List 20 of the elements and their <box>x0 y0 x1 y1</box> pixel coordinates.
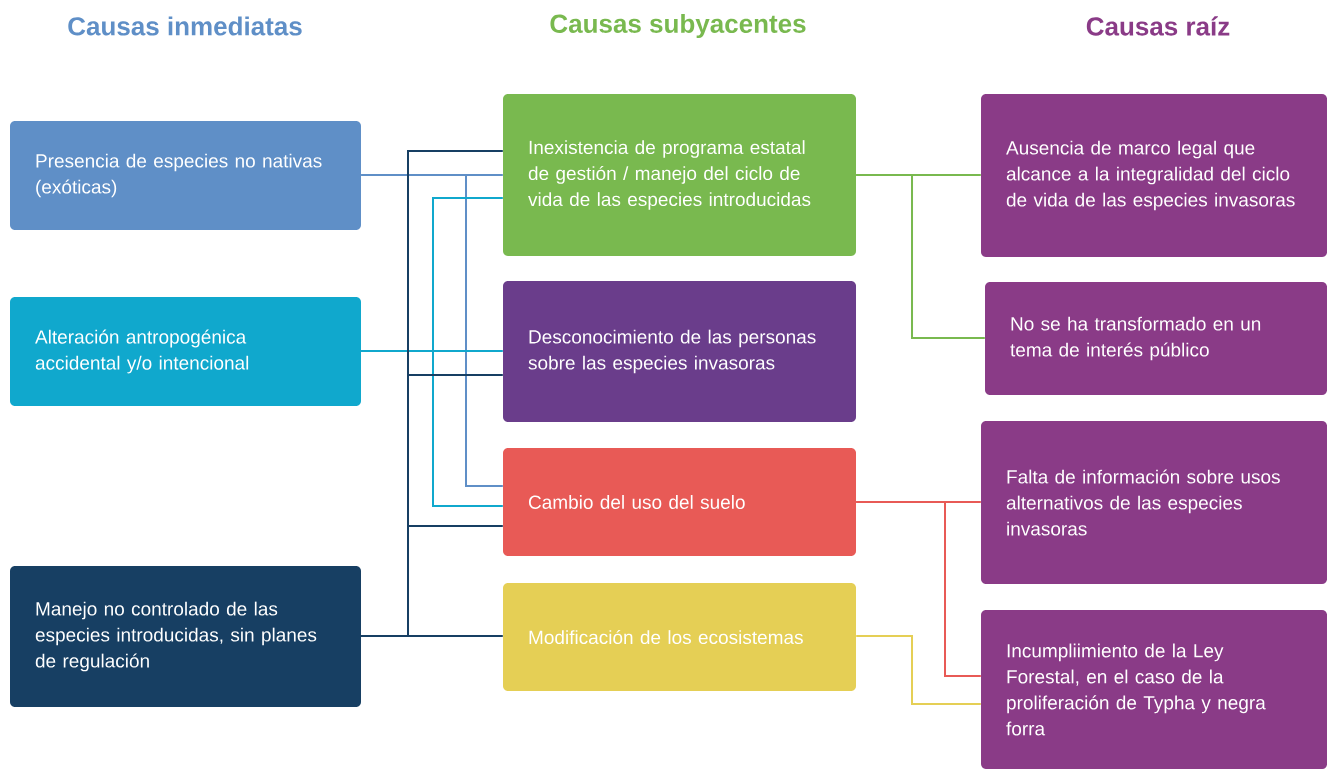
connector-line <box>855 635 982 705</box>
cause-box: Desconocimiento de las personas sobre las especies invasoras <box>503 281 856 422</box>
connector-line <box>855 174 986 339</box>
cause-box: Falta de información sobre usos alternativos de las especies invasoras <box>981 421 1327 584</box>
column-heading: Causas raíz <box>1086 16 1230 36</box>
cause-box: Presencia de especies no nativas (exóticas) <box>10 121 361 230</box>
connector-line <box>360 174 504 487</box>
cause-box: No se ha transformado en un tema de interés público <box>985 282 1327 395</box>
cause-box: Inexistencia de programa estatal de gestión / manejo del ciclo de vida de las especies introducidas <box>503 94 856 256</box>
cause-box: Manejo no controlado de las especies introducidas, sin planes de regulación <box>10 566 361 707</box>
connector-line <box>360 350 504 507</box>
cause-box: Incumpliimiento de la Ley Forestal, en el caso de la proliferación de Typha y negra forra <box>981 610 1327 769</box>
connector-line <box>855 501 982 677</box>
column-heading: Causas inmediatas <box>68 16 302 36</box>
cause-box: Modificación de los ecosistemas <box>503 583 856 691</box>
column-heading: Causas subyacentes <box>550 13 806 39</box>
connector-line <box>360 635 504 637</box>
cause-box: Ausencia de marco legal que alcance a la integralidad del ciclo de vida de las especies invasoras <box>981 94 1327 257</box>
cause-box: Alteración antropogénica accidental y/o intencional <box>10 297 361 406</box>
cause-box: Cambio del uso del suelo <box>503 448 856 556</box>
